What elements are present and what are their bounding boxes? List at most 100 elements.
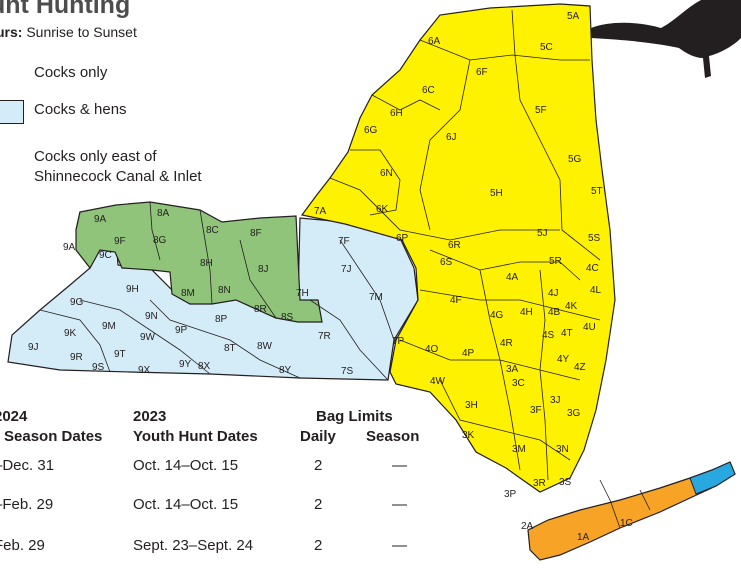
zone-label-8m: 8M bbox=[181, 288, 195, 299]
zone-label-3j: 3J bbox=[550, 395, 561, 406]
zone-label-3g: 3G bbox=[567, 408, 581, 419]
zone-label-6p: 6P bbox=[396, 233, 409, 244]
legend-label: Cocks only bbox=[34, 64, 108, 81]
zone-label-6c: 6C bbox=[422, 85, 435, 96]
zone-label-7f: 7F bbox=[338, 236, 350, 247]
col-season-heading: r Season Dates bbox=[0, 428, 103, 445]
zone-label-8j: 8J bbox=[258, 264, 269, 275]
zone-label-2a: 2A bbox=[521, 521, 534, 532]
zone-label-9f: 9F bbox=[114, 236, 126, 247]
zone-label-9j: 9J bbox=[28, 342, 39, 353]
zone-label-6f: 6F bbox=[476, 67, 488, 78]
zone-label-9a: 9A bbox=[94, 214, 107, 225]
zone-label-5j: 5J bbox=[537, 228, 548, 239]
zone-label-3k: 3K bbox=[462, 430, 475, 441]
zone-label-8h: 8H bbox=[200, 258, 213, 269]
zone-label-7p: 7P bbox=[392, 336, 405, 347]
col-youth-heading: Youth Hunt Dates bbox=[133, 428, 258, 445]
zone-label-4u: 4U bbox=[583, 322, 596, 333]
legend-label-line2: Shinnecock Canal & Inlet bbox=[34, 168, 202, 185]
zone-label-5h: 5H bbox=[490, 188, 503, 199]
zone-label-9y: 9Y bbox=[179, 359, 192, 370]
zone-label-4k: 4K bbox=[565, 301, 578, 312]
row2-season: — bbox=[392, 496, 407, 513]
pheasant-silhouette-icon bbox=[591, 0, 741, 78]
zone-label-6h: 6H bbox=[390, 108, 403, 119]
legend-swatch-cocks-hens bbox=[0, 100, 24, 124]
col-bag-limits: Bag Limits bbox=[316, 408, 393, 425]
zone-label-3m: 3M bbox=[512, 444, 526, 455]
zone-label-8r: 8R bbox=[254, 304, 267, 315]
zone-label-4c: 4C bbox=[586, 263, 599, 274]
hours-value: Sunrise to Sunset bbox=[26, 24, 137, 40]
zone-label-4p: 4P bbox=[462, 348, 475, 359]
row3-season-dates: Feb. 29 bbox=[0, 537, 45, 554]
zone-label-7m: 7M bbox=[369, 292, 383, 303]
zone-label-5s: 5S bbox=[588, 233, 601, 244]
zone-label-8y: 8Y bbox=[279, 365, 292, 376]
zone-label-8c: 8C bbox=[206, 225, 219, 236]
zone-label-4a: 4A bbox=[506, 272, 519, 283]
zone-label-5a: 5A bbox=[567, 11, 580, 22]
zone-label-4j: 4J bbox=[548, 288, 559, 299]
zone-label-9a: 9A bbox=[63, 242, 76, 253]
zone-label-5c: 5C bbox=[540, 42, 553, 53]
zone-label-9m: 9M bbox=[102, 321, 116, 332]
zone-label-6n: 6N bbox=[380, 168, 393, 179]
zone-label-9h: 9H bbox=[126, 284, 139, 295]
region-cocks-only bbox=[300, 3, 616, 493]
zone-label-6s: 6S bbox=[440, 257, 453, 268]
legend-label-line1: Cocks only east of bbox=[34, 148, 157, 165]
zone-label-4f: 4F bbox=[450, 295, 462, 306]
zone-label-9g: 9G bbox=[70, 297, 84, 308]
zone-label-4t: 4T bbox=[561, 328, 573, 339]
zone-label-7a: 7A bbox=[314, 206, 327, 217]
row1-season: — bbox=[392, 457, 407, 474]
zone-label-9t: 9T bbox=[114, 349, 126, 360]
zone-label-8f: 8F bbox=[250, 228, 262, 239]
zone-label-3r: 3R bbox=[533, 478, 546, 489]
zone-label-3n: 3N bbox=[556, 444, 569, 455]
zone-label-9p: 9P bbox=[175, 325, 188, 336]
zone-label-8g: 8G bbox=[153, 235, 167, 246]
zone-label-9r: 9R bbox=[70, 352, 83, 363]
zone-label-4o: 4O bbox=[425, 344, 439, 355]
zone-label-5r: 5R bbox=[549, 256, 562, 267]
zone-label-3a: 3A bbox=[506, 364, 519, 375]
row2-season-dates: –Feb. 29 bbox=[0, 496, 54, 513]
zone-label-3s: 3S bbox=[559, 477, 572, 488]
zone-label-4y: 4Y bbox=[557, 354, 570, 365]
zone-label-9x: 9X bbox=[138, 365, 151, 376]
col-season: Season bbox=[366, 428, 420, 445]
zone-label-7r: 7R bbox=[318, 331, 331, 342]
legend-label: Cocks & hens bbox=[34, 101, 127, 118]
zone-label-9c: 9C bbox=[99, 250, 112, 261]
zone-label-3f: 3F bbox=[530, 405, 542, 416]
zone-label-9n: 9N bbox=[145, 311, 158, 322]
row1-youth-dates: Oct. 14–Oct. 15 bbox=[133, 457, 239, 474]
col-season-year: 2024 bbox=[0, 408, 28, 425]
zone-boundaries bbox=[39, 9, 651, 529]
zone-label-9s: 9S bbox=[92, 362, 105, 373]
region-green bbox=[75, 201, 323, 323]
region-blue-east bbox=[689, 461, 736, 495]
legend-item-cocks-only-east: Cocks only east of Shinnecock Canal & In… bbox=[34, 147, 202, 187]
zone-label-4w: 4W bbox=[430, 376, 446, 387]
zone-label-7h: 7H bbox=[296, 288, 309, 299]
row3-daily: 2 bbox=[314, 537, 323, 554]
page-title: unt Hunting bbox=[0, 0, 131, 19]
zone-label-8w: 8W bbox=[257, 341, 273, 352]
zone-label-4r: 4R bbox=[500, 338, 513, 349]
zone-label-1a: 1A bbox=[577, 532, 590, 543]
zone-label-9k: 9K bbox=[64, 328, 77, 339]
zone-label-5f: 5F bbox=[535, 105, 547, 116]
zone-label-8n: 8N bbox=[218, 285, 231, 296]
hunting-hours: urs: Sunrise to Sunset bbox=[0, 24, 137, 40]
zone-label-7j: 7J bbox=[341, 264, 352, 275]
zone-label-6g: 6G bbox=[364, 125, 378, 136]
zone-label-8t: 8T bbox=[224, 343, 236, 354]
row2-youth-dates: Oct. 14–Oct. 15 bbox=[133, 496, 239, 513]
zone-label-6j: 6J bbox=[446, 132, 457, 143]
